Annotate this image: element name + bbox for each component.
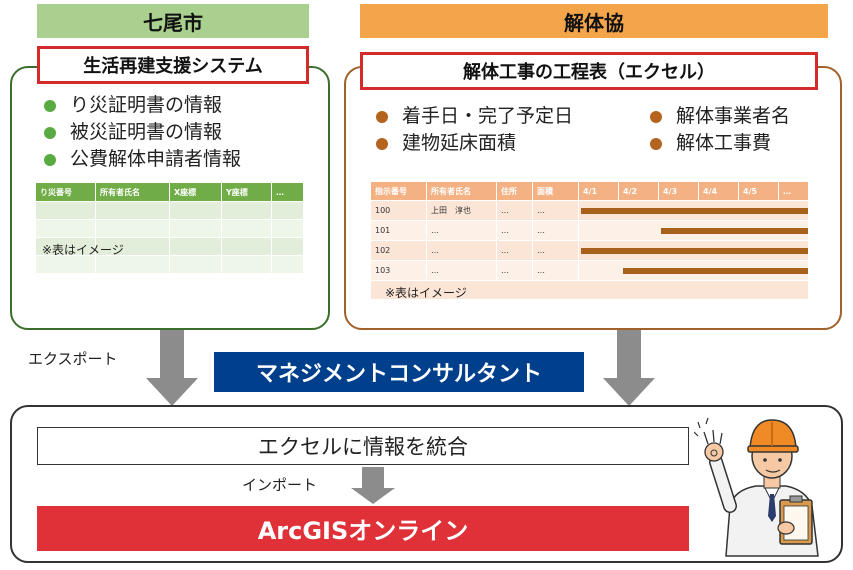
right-bullet-item: 解体工事費 — [650, 130, 790, 157]
bullet-text: 解体事業者名 — [676, 105, 791, 127]
assoc-header: 解体協 — [360, 4, 828, 38]
table-header: 4/5 — [738, 181, 779, 201]
bullet-text: 建物延床面積 — [402, 132, 517, 154]
gantt-bar — [623, 267, 809, 274]
table-header: … — [271, 182, 304, 202]
right-bullet-item: 着手日・完了予定日 — [376, 103, 573, 130]
right-arrow-stem — [617, 330, 641, 380]
right-table-note: ※表はイメージ — [385, 286, 467, 300]
table-header: 住所 — [496, 181, 533, 201]
table-header: Y座標 — [221, 182, 272, 202]
left-table-note: ※表はイメージ — [42, 243, 124, 257]
right-schedule-table: 指示番号 所有者氏名 住所 面積 4/1 4/2 4/3 4/4 4/5 … 1… — [370, 181, 809, 300]
integrate-excel-box: エクセルに情報を統合 — [37, 427, 689, 465]
city-header: 七尾市 — [37, 4, 309, 38]
left-sample-table: り災番号 所有者氏名 X座標 Y座標 … — [35, 182, 304, 274]
table-row — [370, 280, 809, 300]
bullet-text: 解体工事費 — [676, 132, 772, 154]
table-row — [35, 255, 304, 274]
right-schedule-title: 解体工事の工程表（エクセル） — [360, 52, 818, 90]
arcgis-online-box: ArcGISオンライン — [37, 506, 689, 551]
import-arrow-stem — [362, 467, 384, 489]
bullet-dot-icon — [650, 110, 662, 123]
table-row — [35, 237, 304, 256]
right-arrow-head-icon — [603, 378, 655, 406]
table-header: 4/3 — [658, 181, 699, 201]
left-bullet-item: 公費解体申請者情報 — [44, 146, 241, 173]
right-bullet-item: 解体事業者名 — [650, 103, 790, 130]
table-header: り災番号 — [35, 182, 96, 202]
table-header: 4/4 — [698, 181, 739, 201]
table-header: 指示番号 — [370, 181, 427, 201]
table-header: 所有者氏名 — [95, 182, 170, 202]
table-header: X座標 — [169, 182, 222, 202]
import-label: インポート — [242, 476, 318, 494]
bullet-text: り災証明書の情報 — [70, 94, 223, 116]
export-arrow-head-icon — [146, 378, 198, 406]
table-header: 4/2 — [618, 181, 659, 201]
table-row: 102……… — [370, 240, 809, 261]
export-label: エクスポート — [28, 350, 118, 368]
table-row: 103……… — [370, 260, 809, 281]
right-bullet-list-1: 着手日・完了予定日 建物延床面積 — [376, 103, 573, 157]
right-bullet-list-2: 解体事業者名 解体工事費 — [650, 103, 790, 157]
bullet-dot-icon — [650, 137, 662, 150]
table-row — [35, 201, 304, 220]
table-header: 面積 — [532, 181, 579, 201]
table-row — [35, 219, 304, 238]
left-bullet-item: 被災証明書の情報 — [44, 119, 241, 146]
bullet-dot-icon — [376, 137, 388, 150]
right-bullet-item: 建物延床面積 — [376, 130, 573, 157]
bullet-dot-icon — [44, 153, 56, 166]
table-header: … — [778, 181, 809, 201]
gantt-bar — [581, 207, 809, 214]
table-header: 所有者氏名 — [426, 181, 497, 201]
management-consultant-banner: マネジメントコンサルタント — [214, 352, 584, 392]
gantt-bar — [661, 227, 809, 234]
bullet-dot-icon — [376, 110, 388, 123]
bullet-dot-icon — [44, 126, 56, 139]
export-arrow-stem — [160, 330, 184, 380]
import-arrow-head-icon — [351, 488, 395, 504]
gantt-bar — [581, 247, 809, 254]
table-header: 4/1 — [578, 181, 619, 201]
left-bullet-list: り災証明書の情報 被災証明書の情報 公費解体申請者情報 — [44, 92, 241, 173]
bullet-text: 着手日・完了予定日 — [402, 105, 574, 127]
left-bullet-item: り災証明書の情報 — [44, 92, 241, 119]
bullet-dot-icon — [44, 99, 56, 112]
bullet-text: 公費解体申請者情報 — [70, 148, 242, 170]
table-row: 101……… — [370, 220, 809, 241]
left-system-title: 生活再建支援システム — [37, 46, 309, 84]
construction-worker-icon — [694, 417, 819, 557]
bullet-text: 被災証明書の情報 — [70, 121, 223, 143]
